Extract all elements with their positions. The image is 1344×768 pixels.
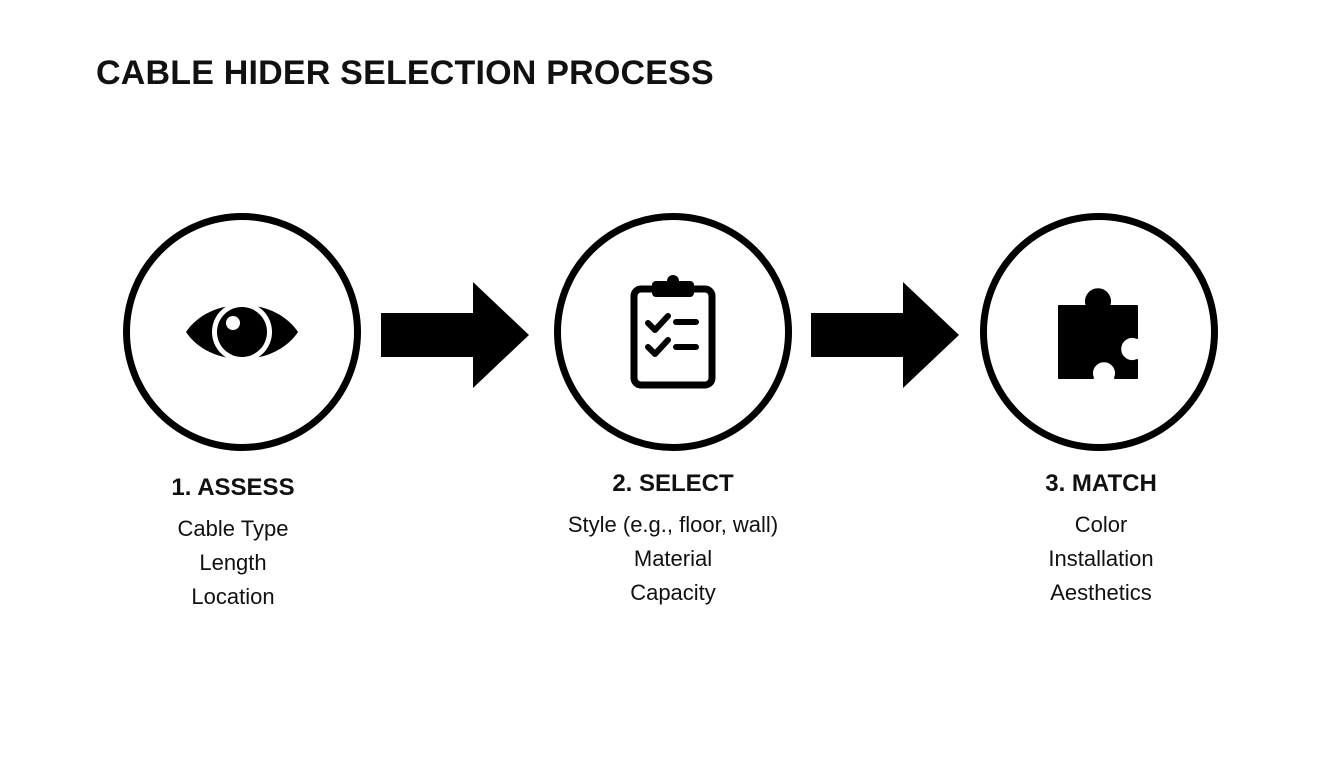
clipboard-checklist-icon bbox=[630, 275, 716, 389]
eye-icon bbox=[186, 302, 298, 362]
step-detail: Length bbox=[199, 550, 267, 575]
step-3-circle bbox=[980, 213, 1218, 451]
step-detail: Installation bbox=[1048, 546, 1154, 571]
step-detail: Aesthetics bbox=[1050, 580, 1152, 605]
step-1-label: 1. ASSESS Cable Type Length Location bbox=[83, 474, 383, 614]
step-heading: 1. ASSESS bbox=[171, 474, 295, 501]
page-title: CABLE HIDER SELECTION PROCESS bbox=[96, 54, 714, 92]
arrow-right-icon bbox=[811, 282, 959, 388]
step-detail: Material bbox=[633, 546, 713, 571]
step-2-circle bbox=[554, 213, 792, 451]
step-heading: 3. MATCH bbox=[1045, 470, 1157, 497]
step-detail: Style (e.g., floor, wall) bbox=[567, 512, 779, 537]
step-detail: Location bbox=[191, 584, 275, 609]
step-detail: Cable Type bbox=[177, 516, 289, 541]
step-3-label: 3. MATCH Color Installation Aesthetics bbox=[951, 470, 1251, 610]
step-detail: Color bbox=[1074, 512, 1128, 537]
arrow-right-icon bbox=[381, 282, 529, 388]
step-1-circle bbox=[123, 213, 361, 451]
step-2-label: 2. SELECT Style (e.g., floor, wall) Mate… bbox=[523, 470, 823, 610]
step-detail: Capacity bbox=[630, 580, 716, 605]
step-heading: 2. SELECT bbox=[612, 470, 734, 497]
puzzle-piece-icon bbox=[1058, 288, 1138, 379]
